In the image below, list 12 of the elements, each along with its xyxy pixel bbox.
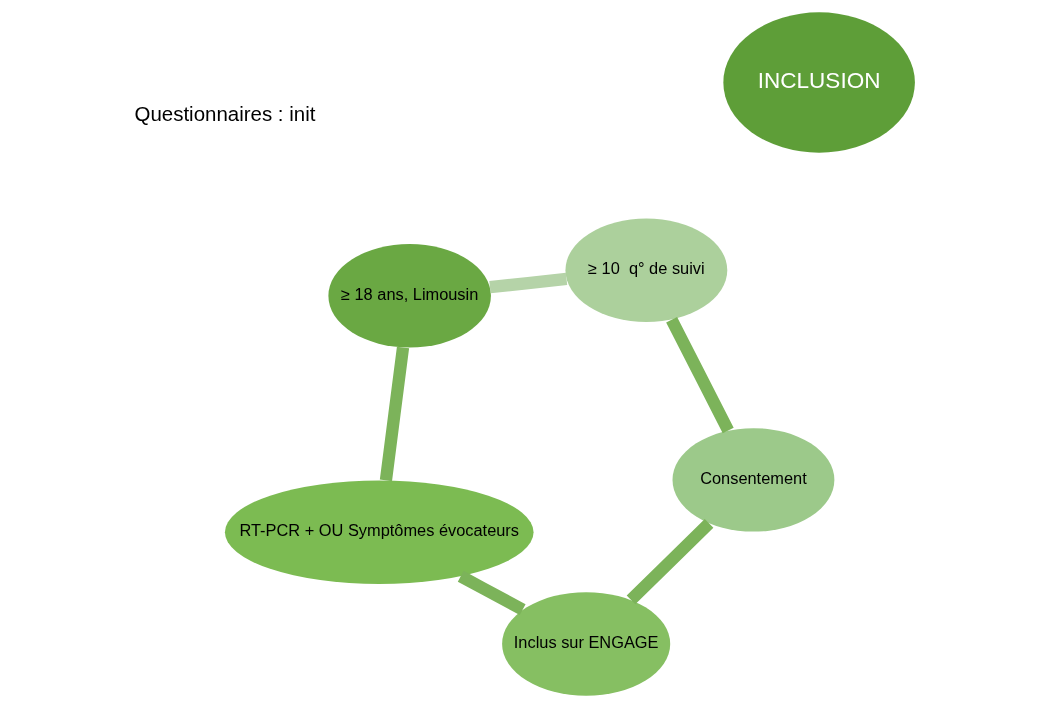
node-ellipse: INCLUSION (723, 12, 915, 153)
connector (666, 316, 734, 434)
label: Questionnaires : init (134, 102, 316, 126)
connector (626, 519, 714, 605)
node-ellipse: Consentement (672, 428, 835, 532)
connector (457, 570, 526, 616)
connector (489, 272, 568, 294)
node-ellipse: Inclus sur ENGAGE (502, 592, 671, 696)
connector (379, 346, 410, 482)
node-ellipse: RT-PCR + OU Symptômes évocateurs (224, 480, 534, 584)
node-ellipse: ≥ 18 ans, Limousin (328, 244, 491, 348)
node-ellipse: ≥ 10 q° de suivi (565, 218, 728, 322)
